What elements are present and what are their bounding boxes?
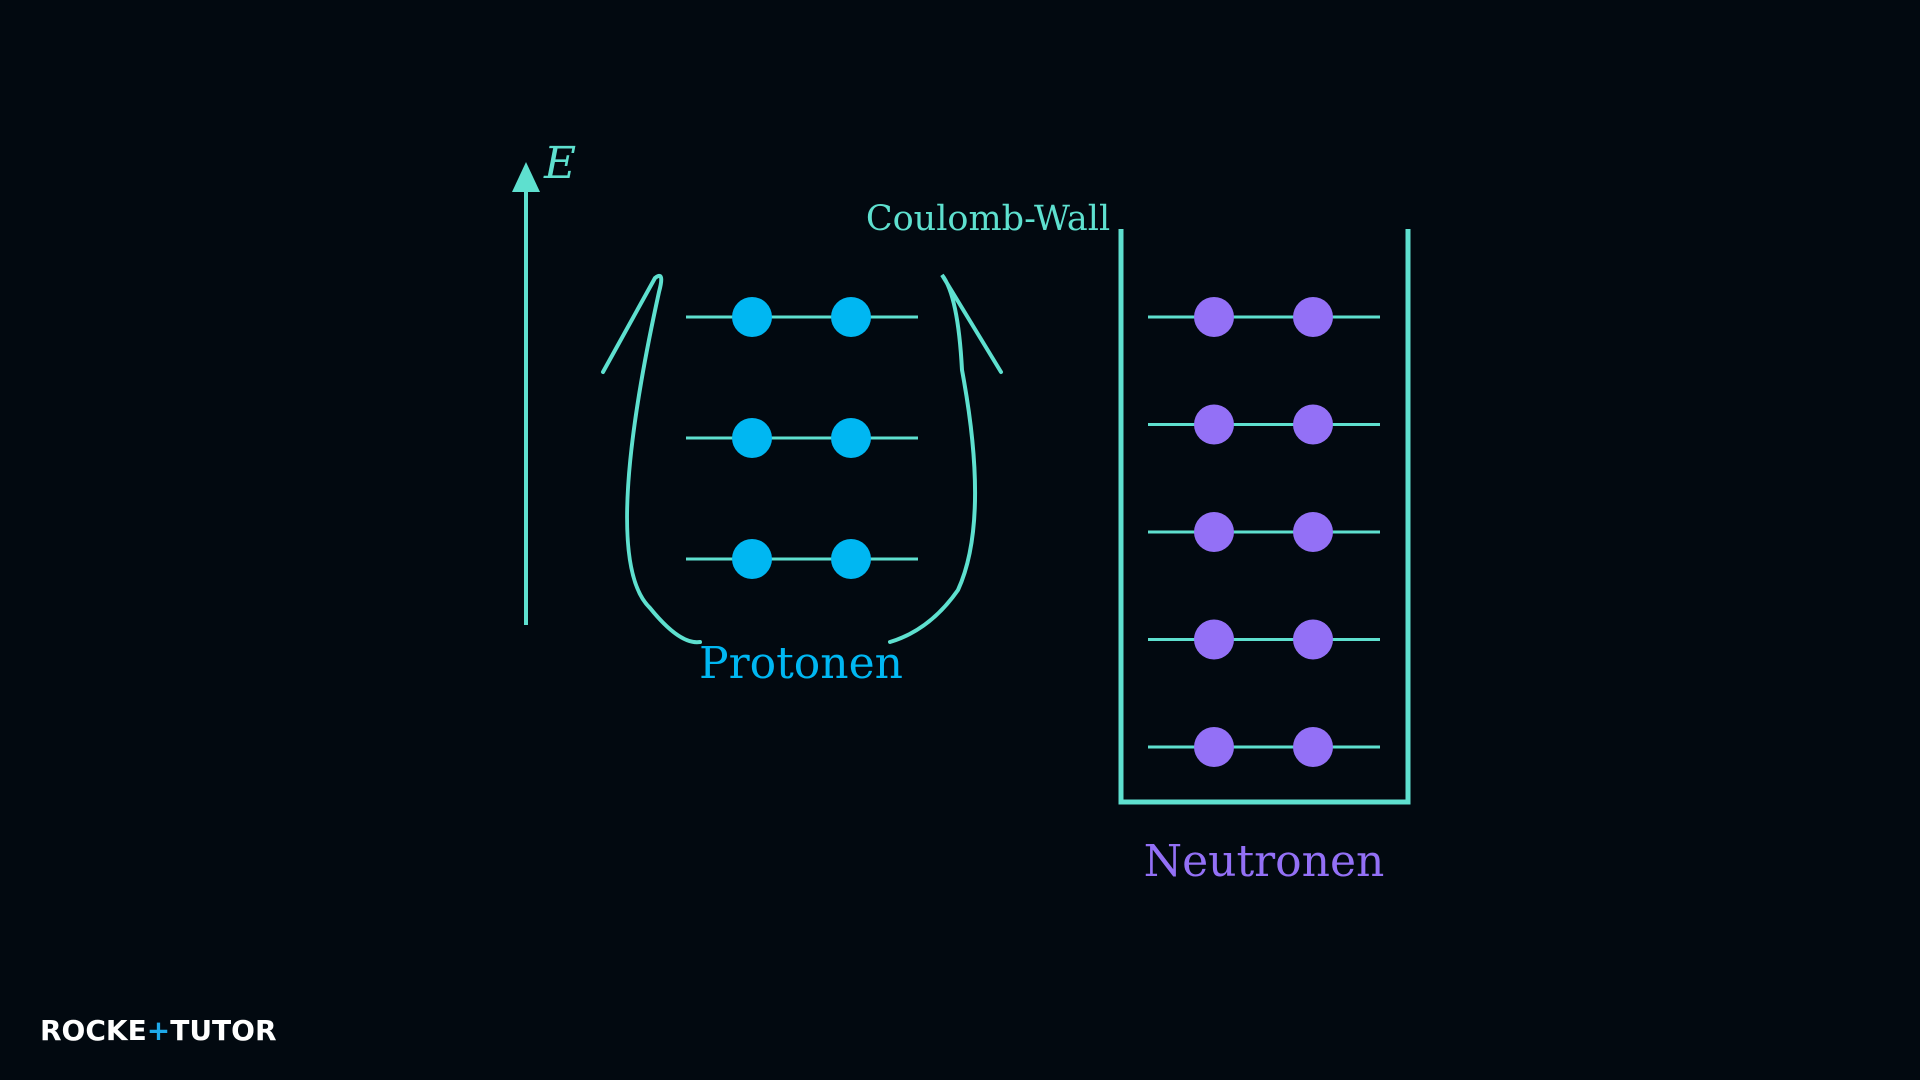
neutron-levels	[1148, 297, 1380, 767]
energy-axis-arrowhead	[512, 162, 540, 192]
neutron-particle	[1293, 404, 1333, 445]
proton-particle	[732, 418, 772, 458]
proton-label: Protonen	[699, 638, 903, 689]
proton-well-curve	[601, 273, 1003, 645]
neutron-particle	[1293, 619, 1333, 660]
proton-particle	[732, 539, 772, 579]
neutron-well-box	[1118, 229, 1411, 805]
rocket-tutor-logo: ROCKE+TUTOR	[40, 1014, 277, 1047]
logo-text-rocke: ROCKE	[40, 1014, 147, 1047]
neutron-label: Neutronen	[1144, 836, 1385, 887]
neutron-particle	[1194, 404, 1234, 445]
logo-text-r: R	[255, 1014, 277, 1047]
neutron-well: Neutronen	[1118, 229, 1411, 887]
proton-particle	[831, 297, 871, 337]
proton-particle	[732, 297, 772, 337]
neutron-particle	[1194, 297, 1234, 337]
logo-plus-icon: +	[147, 1014, 170, 1047]
neutron-particle	[1293, 512, 1333, 552]
coulomb-wall-label: Coulomb-Wall	[866, 199, 1110, 239]
neutron-particle	[1194, 619, 1234, 660]
proton-particle	[831, 418, 871, 458]
neutron-particle	[1293, 297, 1333, 337]
svg-text:ROCKE+TUTOR: ROCKE+TUTOR	[40, 1014, 277, 1047]
proton-levels	[686, 297, 918, 579]
energy-axis: E	[512, 138, 576, 625]
neutron-particle	[1194, 727, 1234, 767]
proton-particle	[831, 539, 871, 579]
proton-well: Protonen	[601, 273, 1003, 689]
neutron-particle	[1194, 512, 1234, 552]
energy-axis-label: E	[543, 138, 576, 189]
neutron-particle	[1293, 727, 1333, 767]
logo-text-tuto: TUTO	[170, 1014, 255, 1047]
